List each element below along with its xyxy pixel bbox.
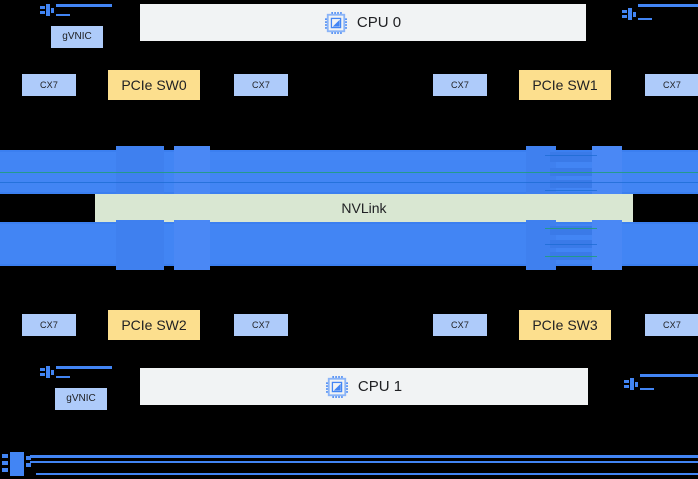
gvnic-glyph-top-left (40, 4, 112, 20)
gpu-upper-rule-d (545, 190, 597, 191)
gpu-upper-3 (592, 146, 622, 196)
network-fabric-line-bottom (30, 461, 698, 463)
gvnic-label: gVNIC (62, 31, 92, 42)
nic-cx7-2[interactable]: CX7 (433, 74, 487, 96)
nvlink-label: NVLink (341, 200, 387, 216)
gvnic-glyph-top-right (622, 4, 698, 24)
gpu-upper-rule-c (545, 155, 597, 156)
nic-label: CX7 (662, 319, 682, 330)
gvnic-label: gVNIC (66, 393, 96, 404)
network-fabric-line-tail (36, 473, 698, 475)
pcie-label: PCIe SW1 (532, 77, 598, 93)
nic-cx7-0[interactable]: CX7 (22, 74, 76, 96)
nic-cx7-6[interactable]: CX7 (433, 314, 487, 336)
cpu-0[interactable]: CPU 0 (140, 4, 586, 41)
pcie-label: PCIe SW3 (532, 317, 598, 333)
pcie-switch-1[interactable]: PCIe SW1 (519, 70, 611, 100)
network-fabric-icon (2, 452, 32, 478)
gpu-upper-stack-3 (550, 180, 592, 188)
cpu-label: CPU 0 (356, 14, 402, 31)
gpu-lower-rule-b (545, 244, 597, 245)
gvnic-glyph-bottom-right (624, 374, 698, 394)
nic-cx7-7[interactable]: CX7 (645, 314, 698, 336)
gpu-lower-link-rule (545, 228, 597, 229)
pcie-label: PCIe SW0 (121, 77, 187, 93)
gpu-upper-stack (550, 152, 592, 162)
nic-cx7-5[interactable]: CX7 (234, 314, 288, 336)
nic-cx7-3[interactable]: CX7 (645, 74, 698, 96)
pcie-switch-3[interactable]: PCIe SW3 (519, 310, 611, 340)
cpu-label: CPU 1 (357, 378, 403, 395)
nic-label: CX7 (450, 79, 470, 90)
cpu-1[interactable]: CPU 1 (140, 368, 588, 405)
gpu-upper-0 (116, 146, 164, 196)
pcie-switch-0[interactable]: PCIe SW0 (108, 70, 200, 100)
nic-label: CX7 (39, 319, 59, 330)
chip-icon (325, 375, 348, 398)
gpu-upper-rule-b (0, 182, 698, 183)
gpu-upper-1 (174, 146, 210, 196)
network-fabric-line-top (30, 455, 698, 458)
nic-label: CX7 (662, 79, 682, 90)
nic-cx7-1[interactable]: CX7 (234, 74, 288, 96)
gpu-lower-rule-c (545, 256, 597, 257)
nic-label: CX7 (39, 79, 59, 90)
gvnic-bottom-left[interactable]: gVNIC (55, 388, 107, 410)
pcie-label: PCIe SW2 (121, 317, 187, 333)
gpu-lower-3 (592, 220, 622, 270)
gpu-lower-1 (174, 220, 210, 270)
nic-label: CX7 (450, 319, 470, 330)
pcie-switch-2[interactable]: PCIe SW2 (108, 310, 200, 340)
gvnic-top-left[interactable]: gVNIC (51, 26, 103, 48)
nic-label: CX7 (251, 319, 271, 330)
gpu-upper-link-rule (0, 172, 698, 173)
nvlink-bar[interactable]: NVLink (95, 194, 633, 222)
nic-label: CX7 (251, 79, 271, 90)
chip-icon (324, 11, 347, 34)
nic-cx7-4[interactable]: CX7 (22, 314, 76, 336)
gpu-lower-stack (550, 226, 592, 235)
gvnic-glyph-bottom-left (40, 366, 112, 382)
gpu-lower-0 (116, 220, 164, 270)
